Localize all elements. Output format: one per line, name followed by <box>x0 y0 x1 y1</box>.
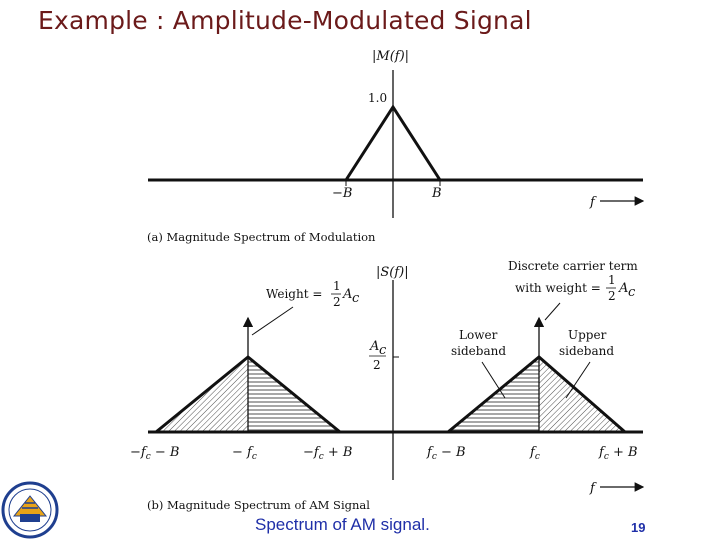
panel-a-pos-b-label: B <box>431 186 442 201</box>
panel-b-f-label: f <box>589 481 597 496</box>
panel-a-caption: (a) Magnitude Spectrum of Modulation <box>147 230 376 244</box>
panel-a-triangle <box>344 104 442 181</box>
slide-caption: Spectrum of AM signal. <box>255 515 430 534</box>
carrier-sym: A <box>618 281 628 296</box>
panel-a-f-label: f <box>589 195 597 210</box>
tick-fc-plus-b: fc + B <box>598 445 638 462</box>
university-logo-icon <box>1 481 59 539</box>
carrier-frac-den: 2 <box>608 289 616 303</box>
panel-b-y-axis-label: |S(f)| <box>376 265 409 280</box>
carrier-weight-pointer <box>544 302 561 321</box>
panel-a-neg-b-label: −B <box>332 186 352 201</box>
page-number: 19 <box>631 520 646 535</box>
panel-a-peak-label: 1.0 <box>368 91 387 105</box>
lower-sideband-label-2: sideband <box>451 344 506 358</box>
weight-left-pointer <box>251 306 294 336</box>
upper-sideband-label-1: Upper <box>568 328 607 342</box>
weight-left-sub: c <box>352 291 360 306</box>
tick-neg-fc: − fc <box>232 445 257 462</box>
carrier-frac-num: 1 <box>608 273 616 287</box>
upper-sideband-pointer <box>565 361 591 399</box>
lower-sideband-label-1: Lower <box>459 328 498 342</box>
weight-left-frac-den: 2 <box>333 295 341 309</box>
tick-neg-fc-minus-b: −fc − B <box>130 445 179 462</box>
weight-left-sym: A <box>342 287 352 302</box>
carrier-line-1: Discrete carrier term <box>508 259 638 273</box>
tick-neg-fc-plus-b: −fc + B <box>303 445 352 462</box>
tick-fc-minus-b: fc − B <box>426 445 466 462</box>
panel-a-y-axis-label: |M(f)| <box>372 49 409 64</box>
tick-fc: fc <box>529 445 540 462</box>
carrier-sub: c <box>628 285 636 300</box>
carrier-line-2: with weight = <box>515 281 601 295</box>
panel-a: |M(f)| 1.0 −B B f (a) Magnitude Spectrum… <box>147 49 645 244</box>
weight-left-frac-num: 1 <box>333 279 341 293</box>
upper-sideband-label-2: sideband <box>559 344 614 358</box>
ac-half-num: A <box>369 339 379 354</box>
ac-half-num-sub: c <box>379 343 387 358</box>
ac-half-den: 2 <box>373 358 381 372</box>
slide-title: Example : Amplitude-Modulated Signal <box>38 6 532 35</box>
lower-sideband-pointer <box>481 361 506 399</box>
panel-b: |S(f)| Weight = 1 2 A c Discrete carrier… <box>130 259 645 512</box>
panel-b-caption: (b) Magnitude Spectrum of AM Signal <box>147 498 370 512</box>
weight-left-text: Weight = <box>266 287 322 301</box>
